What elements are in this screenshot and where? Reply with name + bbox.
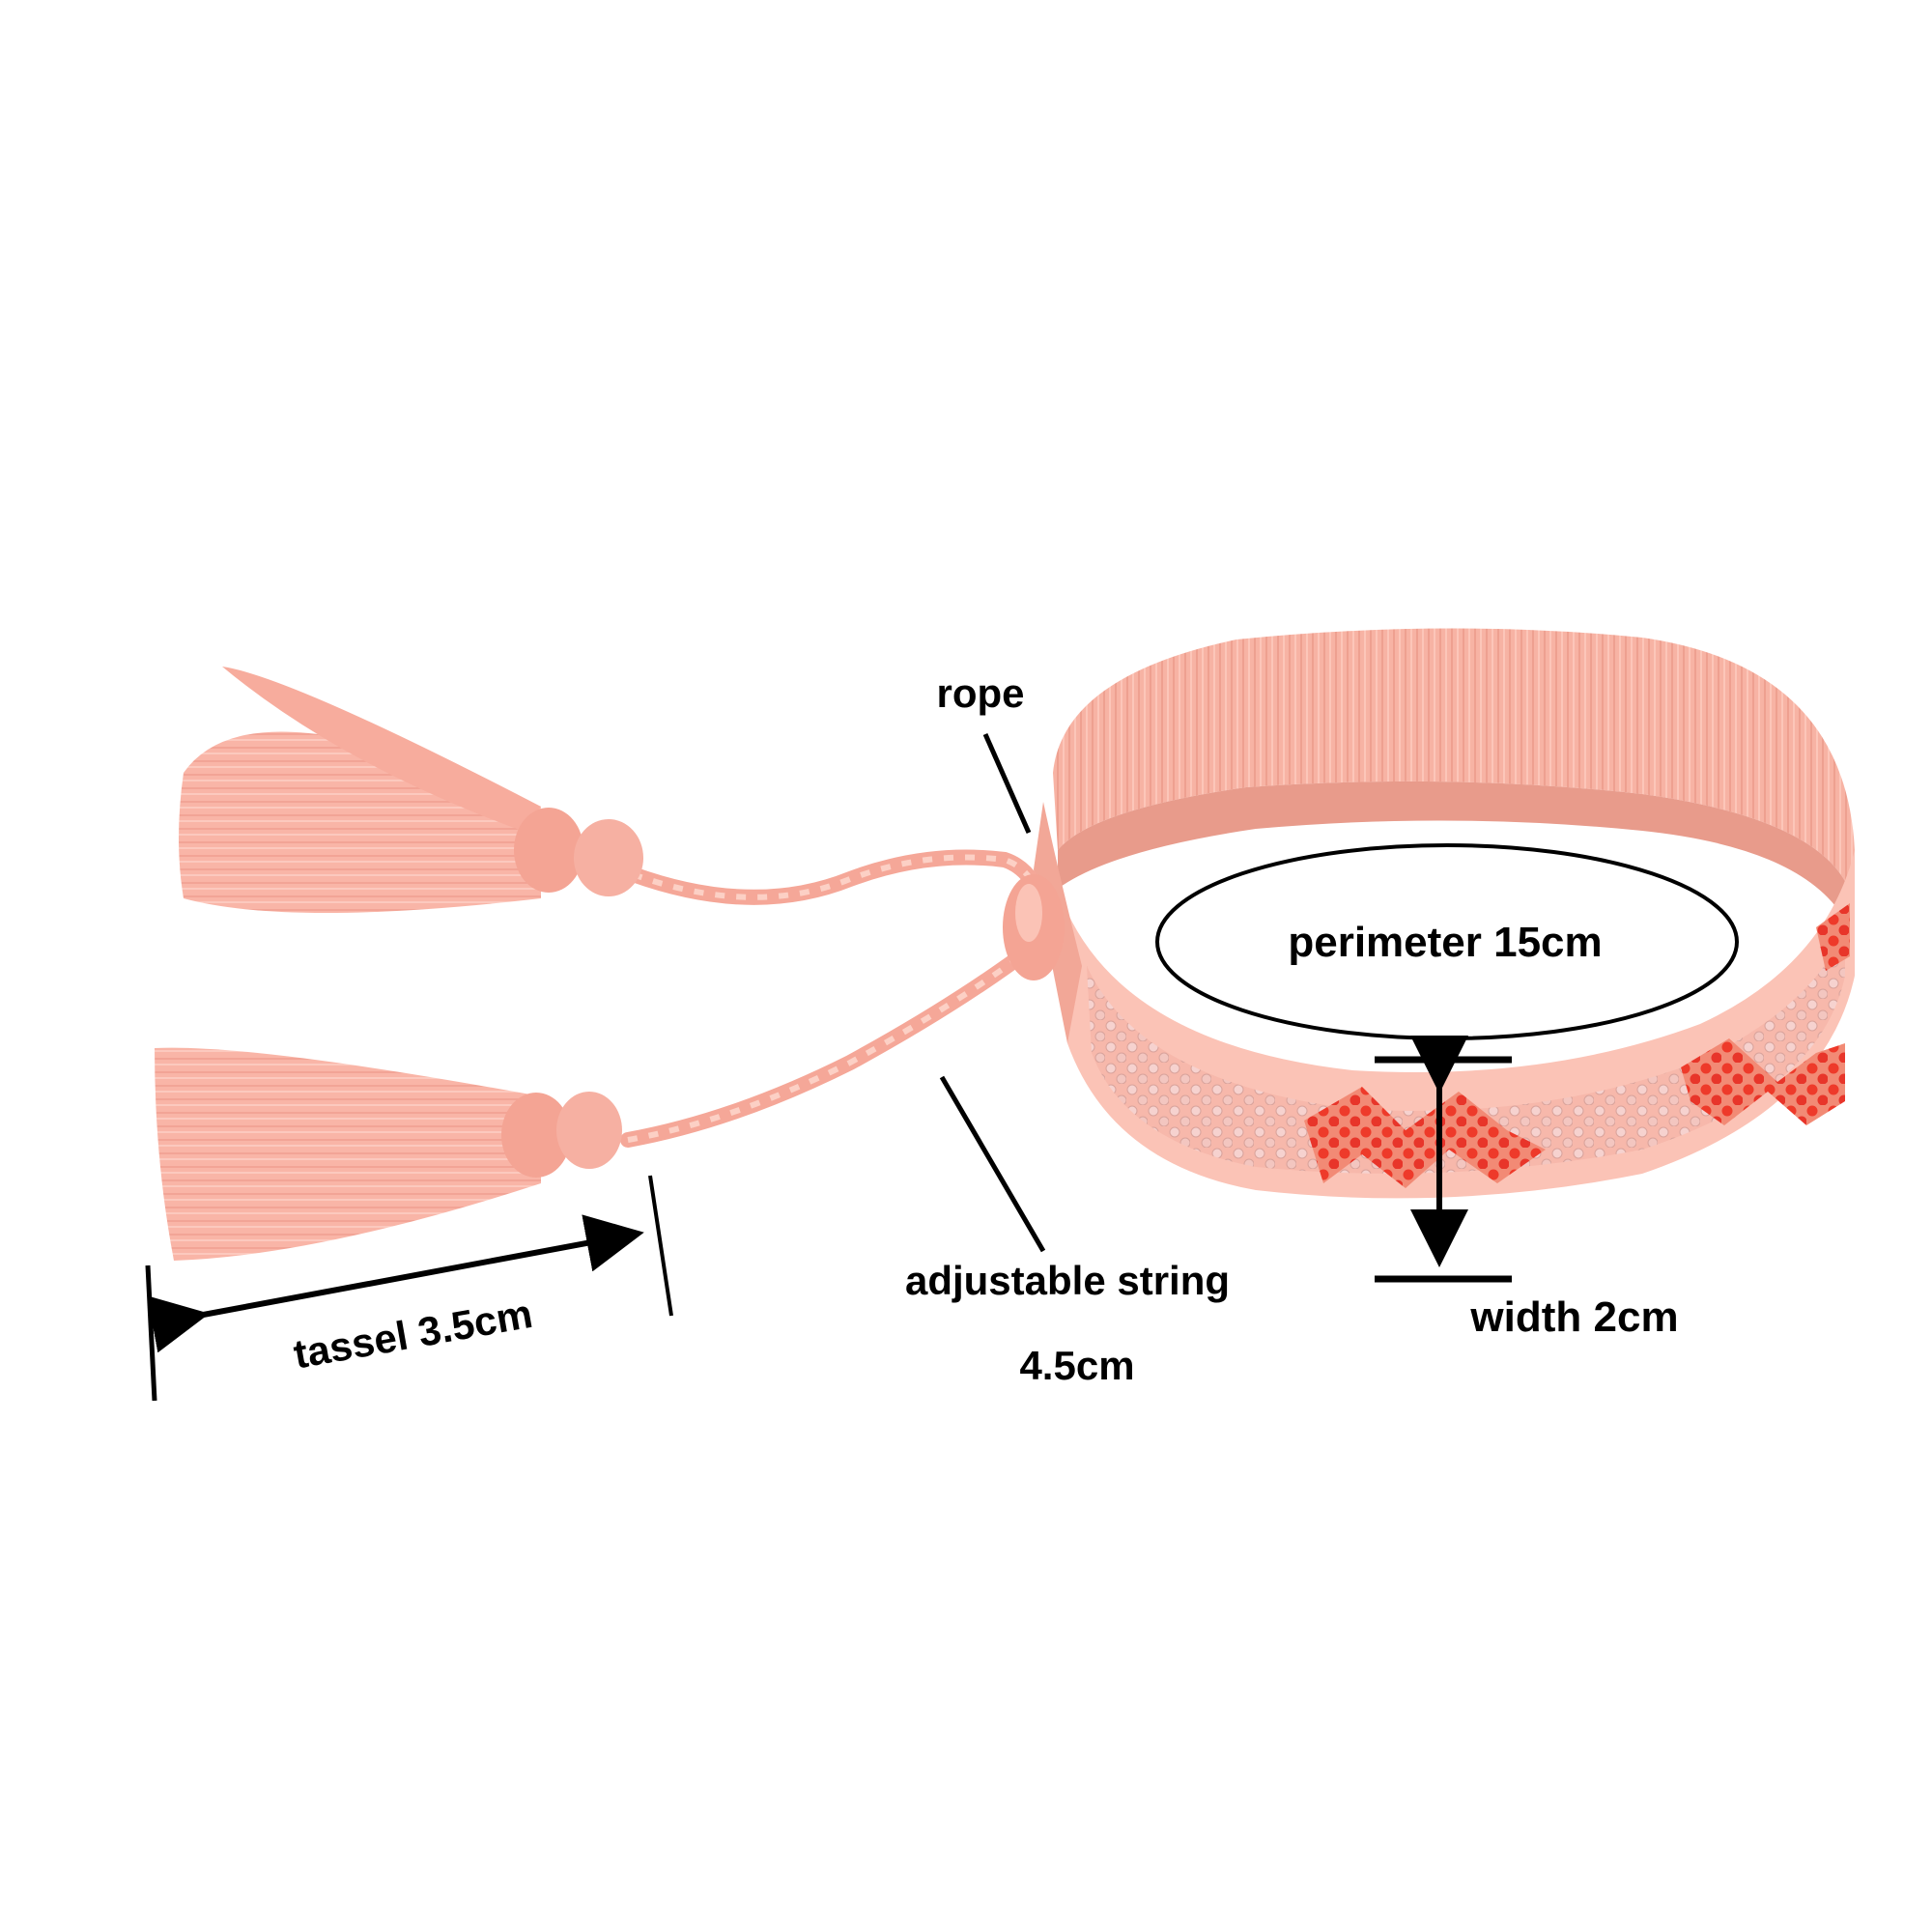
perimeter-label: perimeter 15cm [1288,919,1602,966]
annotation-tassel [145,1175,673,1402]
red-gem-chevron [1816,903,1850,971]
bracelet-band [1034,628,1855,1199]
tassel-top [179,667,643,913]
red-gem-chevron [1681,1038,1845,1125]
tassel-label: tassel 3.5cm [290,1291,535,1378]
rope-label: rope [936,670,1024,716]
annotation-adjustable-string [939,1075,1046,1253]
adjustable-cords [620,849,1065,1148]
adjustable-string-label: adjustable string [905,1258,1230,1303]
annotation-width [1375,1036,1512,1283]
annotation-rope [982,732,1032,835]
adjustable-string-length: 4.5cm [1019,1343,1134,1388]
width-label: width 2cm [1469,1293,1678,1341]
tassel-bottom [155,1047,622,1261]
tassel-arrow [147,1214,644,1353]
